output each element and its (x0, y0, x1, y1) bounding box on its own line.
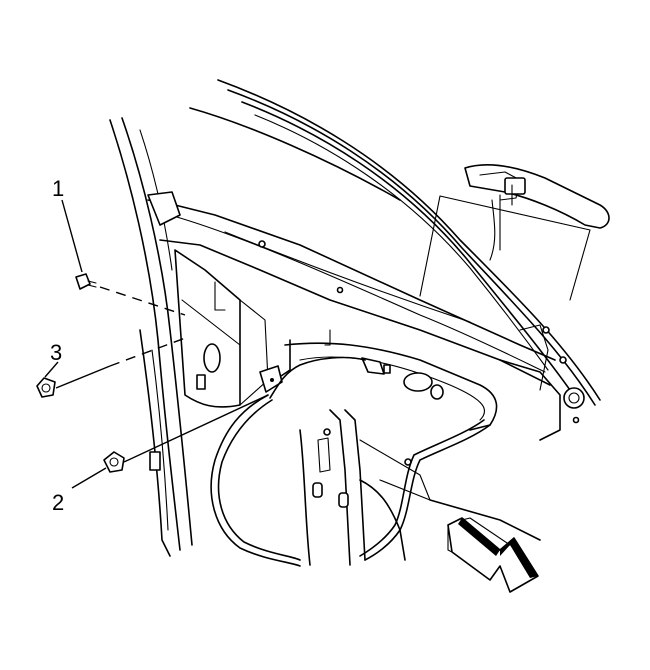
bolt-icon (103, 451, 125, 473)
right-lower-panel (499, 324, 585, 441)
floor-edge (379, 479, 541, 541)
bolt-icon (75, 273, 97, 290)
lower-trim-panel (259, 329, 498, 431)
wiring-harness (210, 356, 366, 567)
callout-1: 1 (52, 176, 64, 201)
fastener-1-assembly (61, 199, 186, 316)
fastener-3-assembly (36, 336, 189, 398)
bolt-icon (36, 377, 56, 398)
lower-harness (359, 419, 491, 561)
callout-3: 3 (50, 340, 62, 365)
front-direction-arrow-icon (447, 517, 539, 593)
fastener-2-assembly (71, 394, 269, 489)
callout-2: 2 (52, 490, 64, 515)
hinge-pillar (299, 409, 431, 566)
body-a-pillar (109, 117, 193, 557)
inner-pillar-panel (174, 249, 269, 408)
mirror-bracket (464, 163, 610, 261)
windshield-frame (189, 79, 601, 406)
